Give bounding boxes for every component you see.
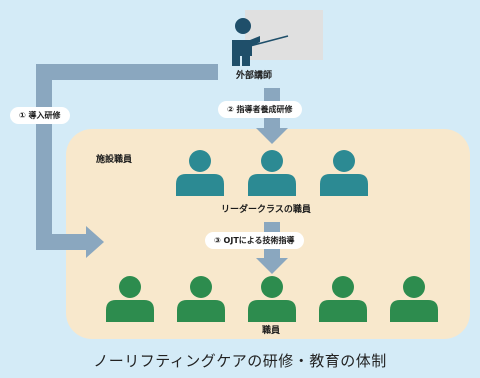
step3-ojt-label: ③ OJTによる技術指導 (205, 232, 304, 249)
step1-intro-training-label: ① 導入研修 (10, 107, 70, 124)
staff-person-icon (248, 276, 296, 322)
staff-label: 職員 (262, 326, 281, 336)
staff-person-icon (390, 276, 438, 322)
staff-person-icon (177, 276, 225, 322)
caption: ノーリフティングケアの研修・教育の体制 (93, 352, 387, 370)
lecturer-icon (232, 18, 289, 66)
leader-person-icon (176, 150, 224, 196)
facility-label: 施設職員 (96, 155, 133, 165)
lecturer-label: 外部講師 (236, 71, 273, 81)
leaders-label: リーダークラスの職員 (221, 205, 311, 215)
leader-person-icon (248, 150, 296, 196)
staff-person-icon (106, 276, 154, 322)
leader-person-icon (320, 150, 368, 196)
step2-instructor-training-label: ② 指導者養成研修 (218, 101, 302, 118)
whiteboard (245, 10, 323, 60)
staff-person-icon (319, 276, 367, 322)
